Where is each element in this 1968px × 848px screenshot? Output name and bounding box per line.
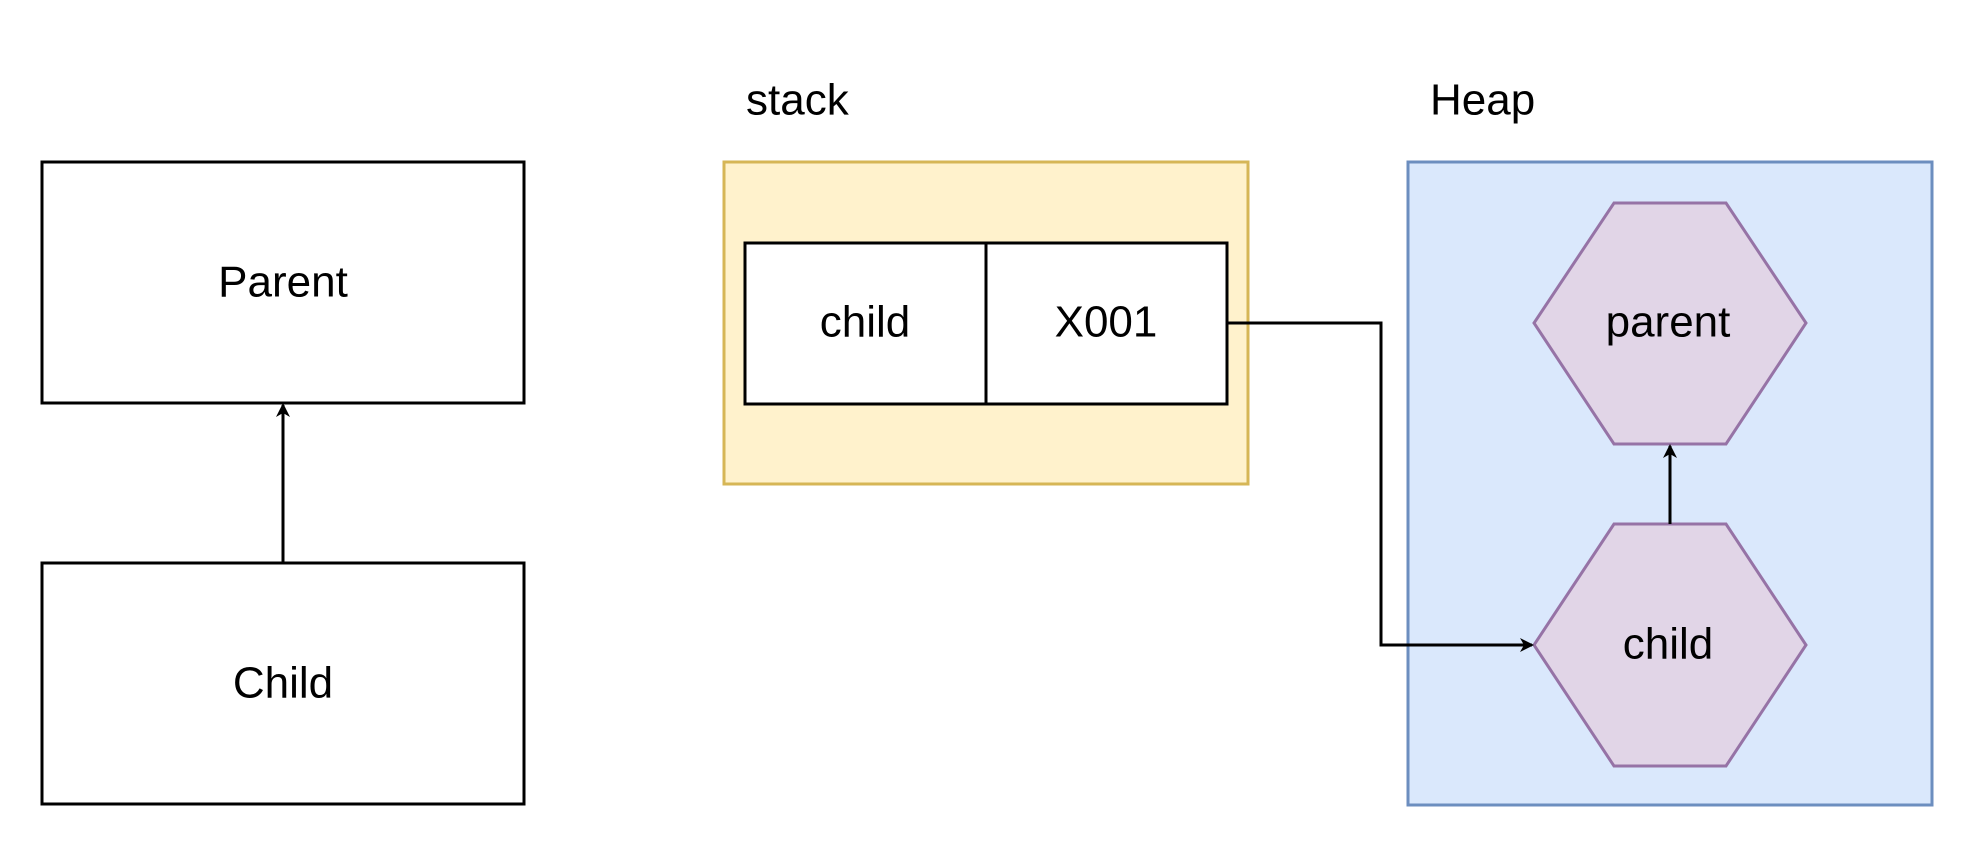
stack-title: stack (746, 76, 850, 125)
parent-class-label: Parent (218, 258, 348, 307)
class-diagram: Parent Child (40, 160, 526, 806)
stack-section: stack child X001 (722, 76, 1250, 486)
reference-arrow (1227, 321, 1534, 652)
child-class-box[interactable] (40, 561, 526, 806)
child-object-hexagon[interactable] (1532, 522, 1808, 768)
child-object-label: child (1623, 620, 1714, 669)
parent-object-label: parent (1606, 298, 1731, 347)
stack-variable-value: X001 (1055, 298, 1158, 347)
child-class-label: Child (233, 659, 333, 708)
parent-class-box[interactable] (40, 160, 526, 405)
heap-title: Heap (1430, 76, 1535, 125)
parent-object-hexagon[interactable] (1532, 201, 1808, 446)
heap-section: Heap parent child (1406, 76, 1934, 807)
stack-variable-name: child (820, 298, 911, 347)
